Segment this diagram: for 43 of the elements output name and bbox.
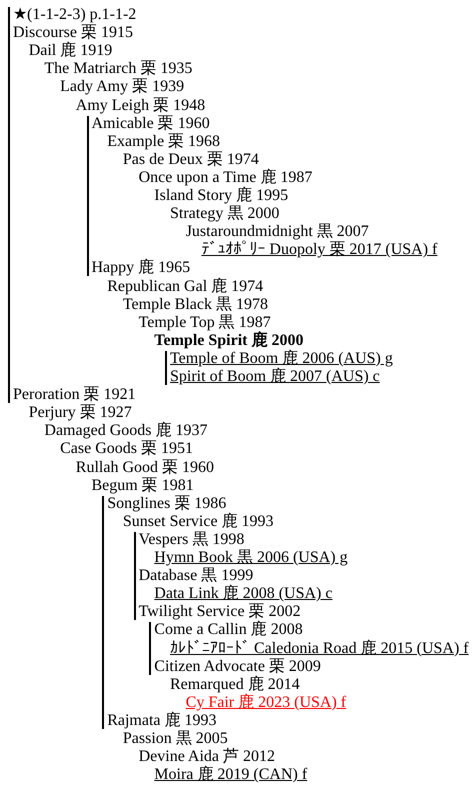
pedigree-entry: Hymn Book 黒 2006 (USA) g xyxy=(154,549,348,567)
pedigree-entry: Sunset Service 鹿 1993 xyxy=(122,512,274,531)
pedigree-entry: Remarqued 鹿 2014 xyxy=(170,676,300,694)
pedigree-entry: ﾃﾞｭｵﾎﾟﾘｰ Duopoly 栗 2017 (USA) f xyxy=(201,241,438,260)
pedigree-entry: Begum 栗 1981 xyxy=(92,476,194,495)
pedigree-entry: Data Link 鹿 2008 (USA) c xyxy=(154,585,332,603)
pedigree-entry: Citizen Advocate 栗 2009 xyxy=(154,658,321,676)
pedigree-entry: Happy 鹿 1965 xyxy=(92,259,190,278)
pedigree-entry: Strategy 黒 2000 xyxy=(170,205,280,224)
pedigree-entry: Case Goods 栗 1951 xyxy=(60,440,193,458)
pedigree-entry: Justaroundmidnight 黒 2007 xyxy=(186,223,369,241)
pedigree-entry: Come a Callin 鹿 2008 xyxy=(154,621,303,640)
pedigree-entry: Discourse 栗 1915 xyxy=(13,24,133,42)
pedigree-entry: Spirit of Boom 鹿 2007 (AUS) c xyxy=(170,368,380,386)
pedigree-entry: Damaged Goods 鹿 1937 xyxy=(44,422,208,440)
pedigree-entry: Devine Aida 芦 2012 xyxy=(138,748,276,766)
pedigree-entry: Vespers 黒 1998 xyxy=(138,530,244,549)
pedigree-entry: Temple Spirit 鹿 2000 xyxy=(154,332,304,350)
pedigree-entry: Cy Fair 鹿 2023 (USA) f xyxy=(186,694,346,712)
pedigree-entry: Amicable 栗 1960 xyxy=(92,114,210,133)
pedigree-entry: Moira 鹿 2019 (CAN) f xyxy=(154,766,308,784)
pedigree-entry: Passion 黒 2005 xyxy=(122,730,228,748)
pedigree-entry: Dail 鹿 1919 xyxy=(28,42,112,60)
pedigree-entry: Rullah Good 栗 1960 xyxy=(76,458,214,476)
pedigree-entry: Rajmata 鹿 1993 xyxy=(107,712,216,730)
pedigree-entry: Peroration 栗 1921 xyxy=(13,386,136,404)
pedigree-entry: Lady Amy 栗 1939 xyxy=(60,78,184,96)
pedigree-entry: Perjury 栗 1927 xyxy=(28,404,132,422)
pedigree-entry: Twilight Service 栗 2002 xyxy=(138,603,301,620)
pedigree-entry: Database 黒 1999 xyxy=(138,567,254,584)
pedigree-entry: Amy Leigh 栗 1948 xyxy=(76,96,206,114)
pedigree-entry: Temple Black 黒 1978 xyxy=(122,296,268,314)
pedigree-entry: Temple of Boom 鹿 2006 (AUS) g xyxy=(170,350,393,368)
pedigree-entry: Songlines 栗 1986 xyxy=(107,494,226,512)
pedigree-entry: Island Story 鹿 1995 xyxy=(154,187,288,205)
family-heading: ★(1-1-2-3) p.1-1-2 xyxy=(13,6,136,24)
pedigree-entry: Temple Top 黒 1987 xyxy=(138,314,271,331)
pedigree-entry: ｶﾚﾄﾞﾆｱﾛｰﾄﾞ Caledonia Road 鹿 2015 (USA) f xyxy=(170,640,469,658)
pedigree-entry: Pas de Deux 栗 1974 xyxy=(122,150,259,169)
pedigree-entry: Example 栗 1968 xyxy=(107,132,220,151)
pedigree-entry: Once upon a Time 鹿 1987 xyxy=(138,168,312,186)
pedigree-entry: The Matriarch 栗 1935 xyxy=(44,60,192,78)
pedigree-entry: Republican Gal 鹿 1974 xyxy=(107,278,264,296)
